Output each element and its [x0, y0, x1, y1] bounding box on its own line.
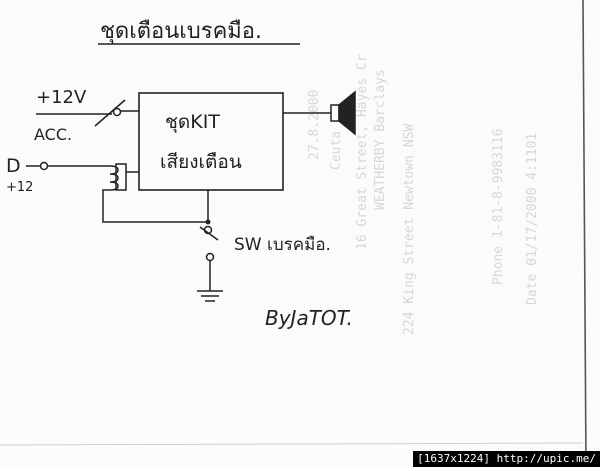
junction-dot — [205, 219, 211, 225]
diagram-title: ชุดเตือนเบรคมือ. — [100, 19, 262, 44]
bleed-line-6: Phone 1-81-8-9983116 — [491, 128, 506, 285]
page-right-edge — [582, 0, 587, 468]
bleed-line-5: 224 King Street Newtown NSW — [402, 124, 417, 335]
bleed-line-3: WEATHERBY Barclays — [373, 69, 388, 210]
watermark-url: http://upic.me/ — [496, 452, 596, 465]
bleed-line-1: 27.8.2000 — [307, 90, 322, 160]
watermark-dimensions: [1637x1224] — [417, 452, 491, 465]
relay-coil — [109, 165, 119, 191]
d-label: D — [6, 155, 21, 177]
coil-return-wire — [102, 189, 208, 223]
plus12-label: +12 — [6, 180, 33, 195]
author-signature: ByJaTOT. — [265, 306, 353, 330]
speaker-icon — [330, 90, 356, 136]
kit-label-line2: เสียงเตือน — [160, 151, 242, 173]
page-bottom-edge — [0, 442, 584, 446]
upic-watermark: [1637x1224] http://upic.me/ — [413, 451, 600, 467]
kit-box — [138, 92, 284, 191]
relay-core — [115, 163, 127, 191]
bleed-line-2: 16 Great Street, Hayes Cr — [355, 54, 370, 250]
bleed-through-text: 27.8.2000 16 Great Street, Hayes Cr WEAT… — [307, 54, 540, 335]
ground-symbol — [197, 290, 223, 302]
d-terminal — [39, 161, 49, 171]
bleed-line-7: Date 01/17/2000 4:1101 — [525, 133, 540, 305]
power-label: +12V — [36, 87, 87, 108]
sw-blade — [199, 226, 219, 241]
acc-switch-blade — [94, 99, 126, 127]
acc-label: ACC. — [34, 125, 72, 144]
sw-contact-bottom — [205, 252, 215, 262]
bleed-line-4: Ceuta — [329, 131, 344, 170]
sw-label: SW เบรคมือ. — [234, 235, 331, 255]
kit-label-line1: ชุดKIT — [165, 111, 220, 134]
acc-switch-contact — [112, 107, 122, 117]
